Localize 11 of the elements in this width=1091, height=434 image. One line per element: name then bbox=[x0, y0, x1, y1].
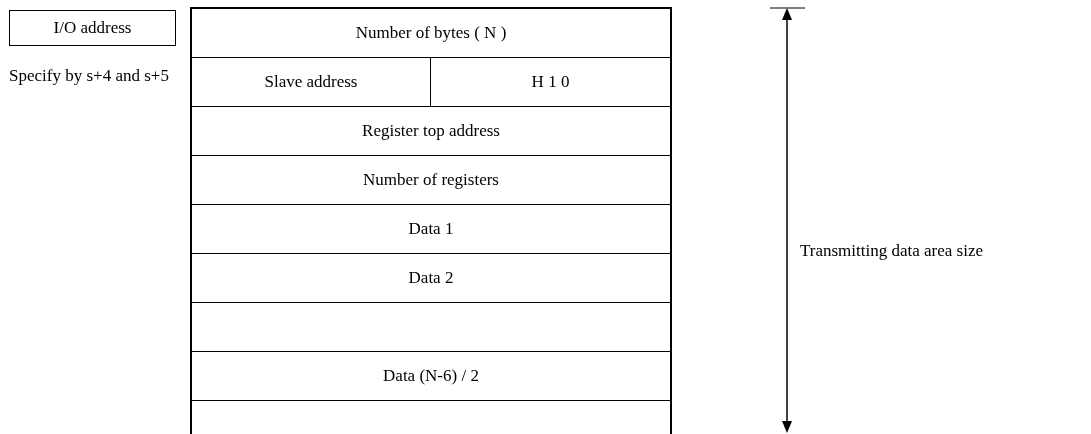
table-cell: Number of registers bbox=[192, 156, 670, 205]
note-text: Specify by s+4 and s+5 bbox=[9, 65, 170, 87]
table-cell: Slave address bbox=[192, 58, 431, 107]
table-cell: Register top address bbox=[192, 107, 670, 156]
table-cell: H 1 0 bbox=[431, 58, 670, 107]
table-cell: Data (N-6) / 2 bbox=[192, 352, 670, 401]
table-cell: Data 2 bbox=[192, 254, 670, 303]
dimension-label: Transmitting data area size bbox=[800, 241, 983, 261]
label-box: I/O address bbox=[9, 10, 176, 46]
table-cell: Number of bytes ( N ) bbox=[192, 9, 670, 58]
table-cell: Data 1 bbox=[192, 205, 670, 254]
